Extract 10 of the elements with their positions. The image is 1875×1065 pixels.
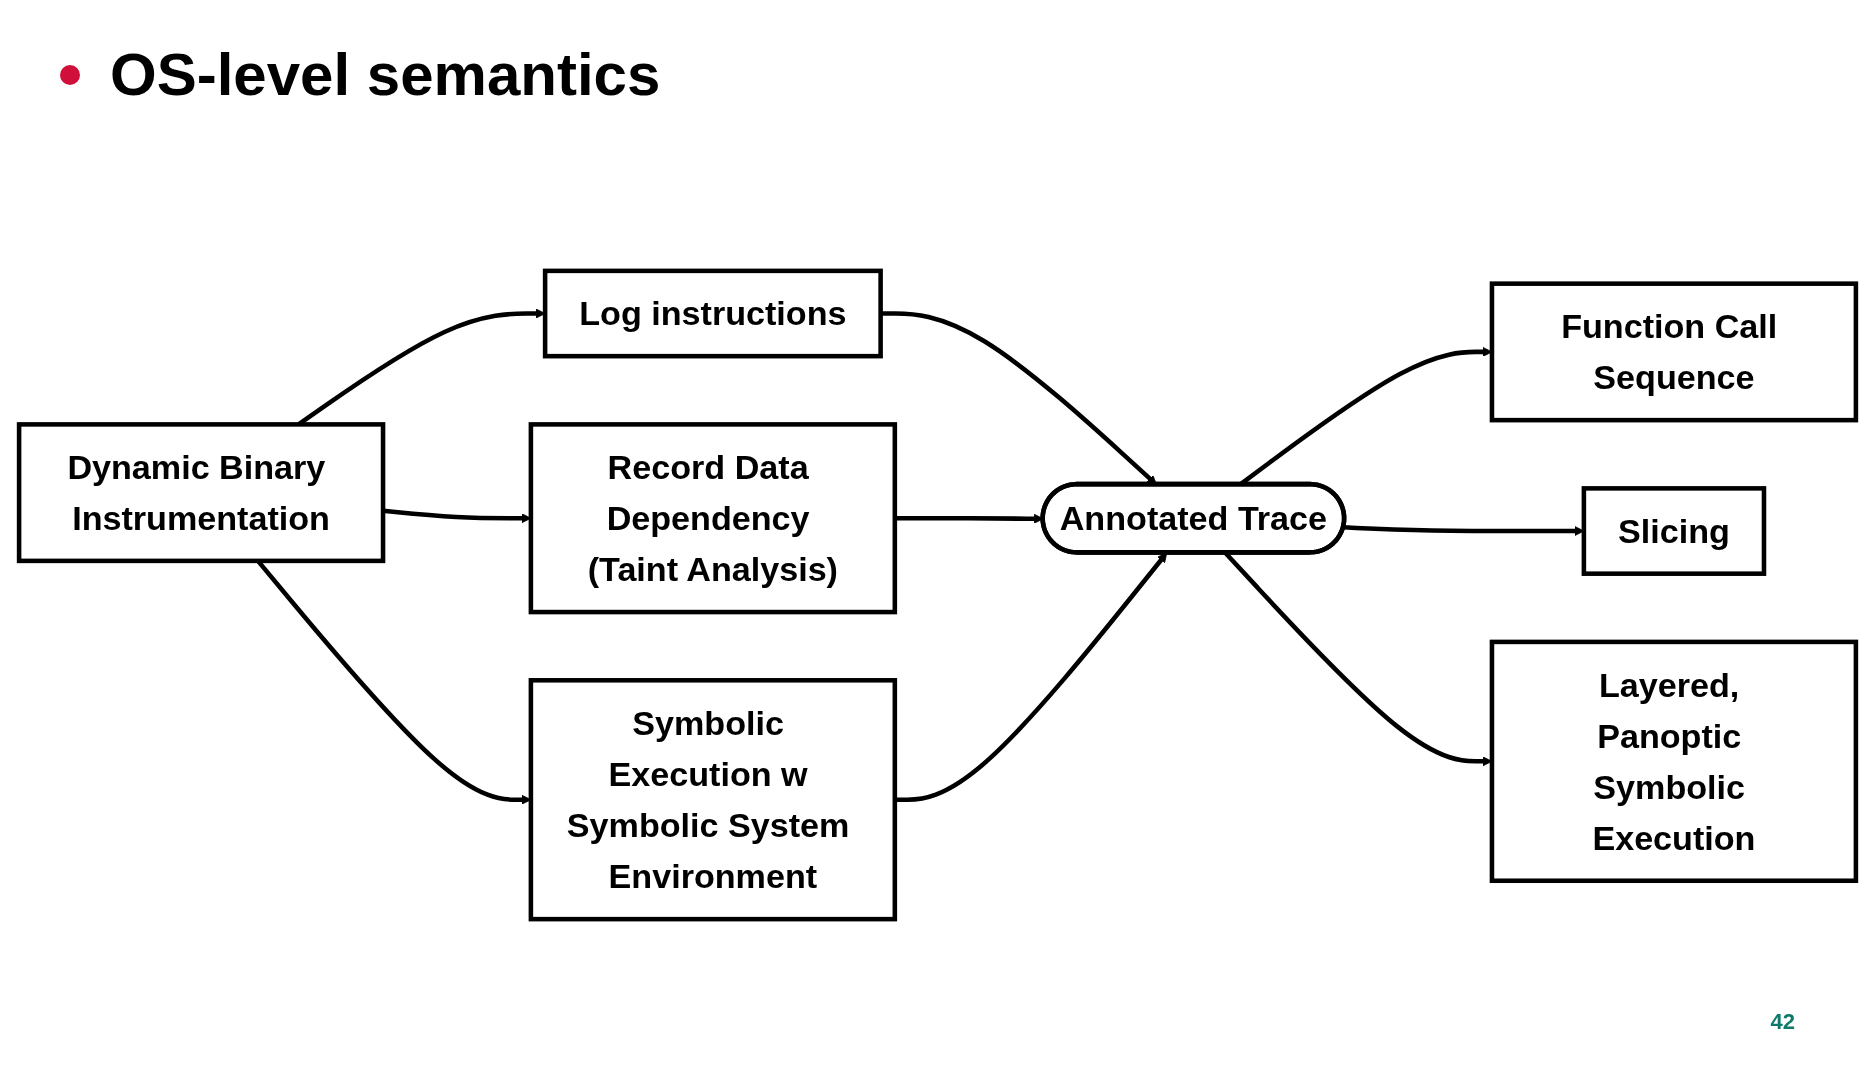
node-box: Layered, Panoptic Symbolic Execution [1489, 639, 1859, 884]
node-box: Log instructions [542, 268, 883, 359]
node-box: Function Call Sequence [1489, 281, 1859, 423]
node-box: Record Data Dependency (Taint Analysis) [528, 422, 898, 615]
bullet-text: OS-level semantics [110, 40, 661, 109]
node-box: Slicing [1581, 486, 1767, 576]
arrow [382, 508, 532, 524]
node-box: Dynamic Binary Instrumentation [16, 422, 386, 564]
page-number: 42 [1770, 1009, 1795, 1035]
node-box: Symbolic Execution w Symbolic System Environment [528, 678, 898, 922]
